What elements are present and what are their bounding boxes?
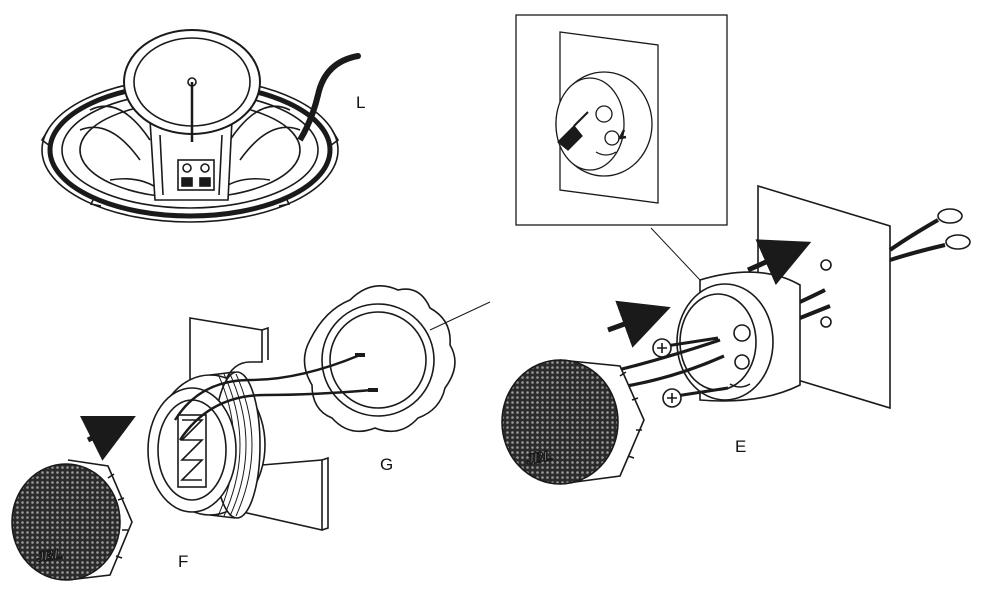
tweeter-f: JBL [11, 459, 133, 581]
label-f: F [178, 552, 188, 571]
jbl-logo-f: JBL [35, 545, 63, 565]
label-l: L [356, 93, 365, 112]
label-g: G [380, 455, 393, 474]
detail-inset [515, 14, 728, 281]
jbl-logo-e: JBL [525, 447, 554, 467]
label-e: E [735, 437, 746, 456]
coaxial-speaker [40, 29, 361, 223]
surface-mount-assembly [607, 184, 971, 410]
tweeter-e: JBL [501, 359, 645, 485]
flush-mount-assembly [79, 284, 491, 532]
